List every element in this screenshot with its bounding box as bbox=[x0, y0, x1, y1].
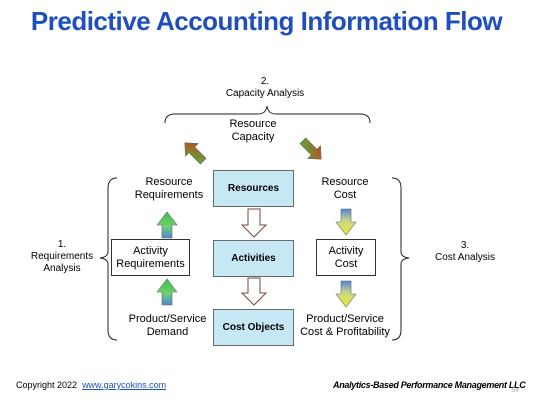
resource-capacity-label: Resource Capacity bbox=[229, 118, 277, 143]
product-demand-label: Product/Service Demand bbox=[128, 313, 207, 338]
slide-title: Predictive Accounting Information Flow bbox=[30, 6, 503, 36]
down-arrow-resource-cost-to-activity-cost bbox=[335, 208, 357, 236]
diagonal-arrow-down-right bbox=[299, 137, 322, 160]
page-number: 54 bbox=[512, 388, 519, 394]
copyright-notice: Copyright 2022 www.garycokins.com bbox=[16, 380, 167, 390]
capacity-brace bbox=[164, 105, 371, 124]
left-bracket bbox=[99, 177, 118, 341]
website-link[interactable]: www.garycokins.com bbox=[82, 380, 167, 390]
requirements-analysis-label: 1. Requirements Analysis bbox=[30, 239, 94, 274]
hollow-arrow-resources-to-activities bbox=[240, 208, 268, 238]
up-arrow-activity-to-resource-requirements bbox=[156, 211, 178, 239]
down-arrow-activity-cost-to-product-cost bbox=[335, 280, 357, 308]
cost-analysis-label: 3. Cost Analysis bbox=[434, 240, 496, 263]
cost-objects-box: Cost Objects bbox=[213, 309, 294, 346]
activities-box: Activities bbox=[213, 240, 294, 277]
activity-cost-box: Activity Cost bbox=[316, 239, 376, 276]
activity-requirements-box: Activity Requirements bbox=[111, 239, 190, 276]
capacity-analysis-label: 2. Capacity Analysis bbox=[225, 76, 305, 99]
hollow-arrow-activities-to-cost-objects bbox=[240, 277, 268, 306]
product-cost-label: Product/Service Cost & Profitability bbox=[300, 313, 390, 338]
diagonal-arrow-up-right bbox=[184, 142, 207, 165]
resource-cost-label: Resource Cost bbox=[321, 176, 369, 201]
resource-requirements-label: Resource Requirements bbox=[134, 176, 204, 201]
company-brand: Analytics-Based Performance Management L… bbox=[333, 380, 526, 390]
right-bracket bbox=[391, 177, 410, 341]
resources-box: Resources bbox=[213, 170, 294, 207]
up-arrow-demand-to-activity-requirements bbox=[156, 278, 178, 306]
